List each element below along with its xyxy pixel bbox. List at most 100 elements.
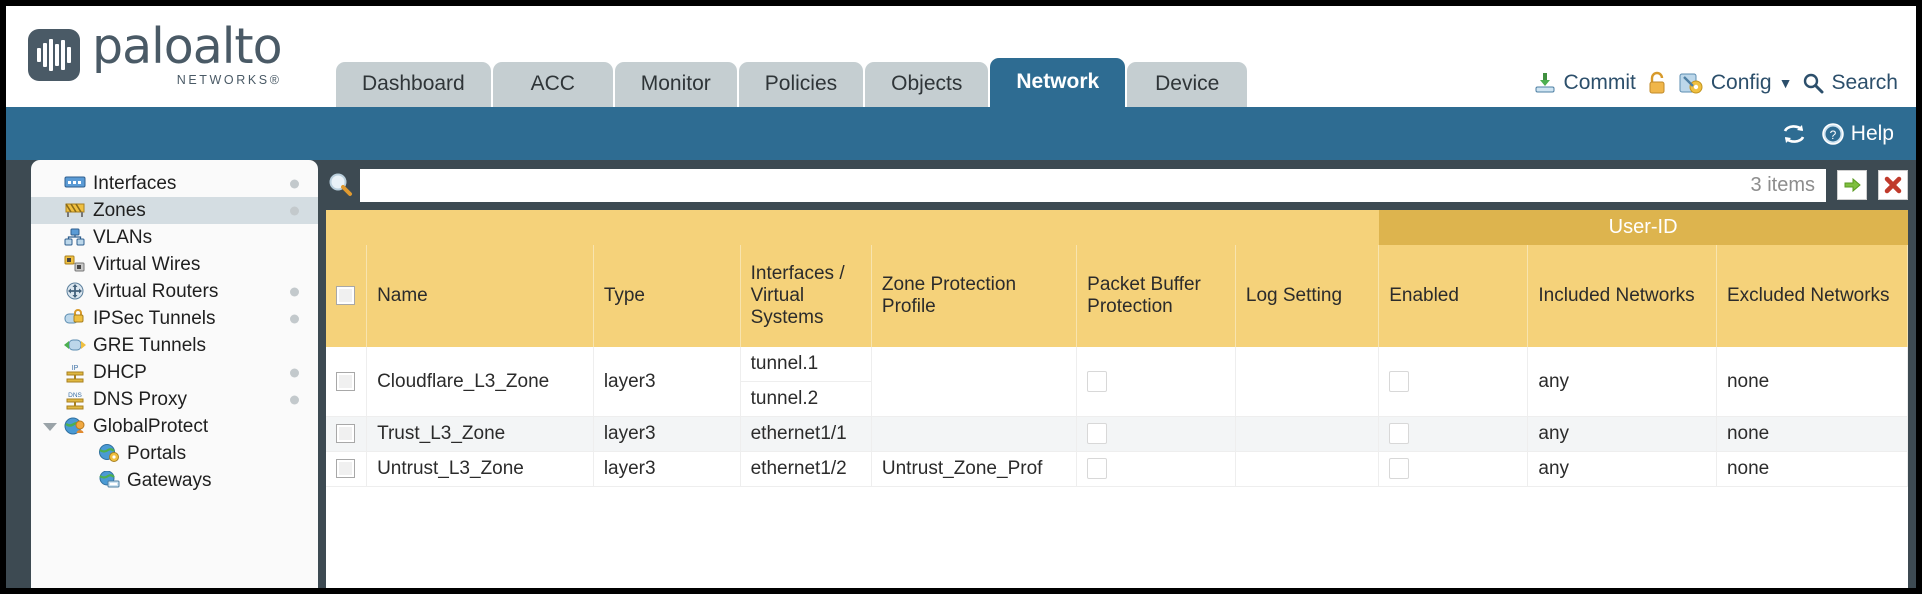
- status-dot: [290, 287, 299, 296]
- search-icon[interactable]: [328, 172, 354, 198]
- sidebar-item-dns-proxy[interactable]: DNS DNS Proxy: [31, 386, 318, 413]
- cell-name[interactable]: Trust_L3_Zone: [366, 416, 594, 452]
- arrow-right-icon: [1844, 177, 1861, 193]
- lock-icon[interactable]: [1646, 71, 1668, 95]
- row-select-cell[interactable]: [326, 451, 368, 487]
- config-label: Config: [1710, 71, 1772, 94]
- filter-bar: 3 items: [318, 160, 1916, 210]
- commit-button[interactable]: Commit: [1533, 71, 1636, 95]
- sidebar-label: Portals: [127, 443, 187, 464]
- commit-icon: [1535, 73, 1555, 93]
- cell-included-networks: any: [1527, 347, 1717, 417]
- sidebar-item-gre-tunnels[interactable]: GRE Tunnels: [31, 332, 318, 359]
- packet-buffer-checkbox[interactable]: [1087, 458, 1108, 480]
- sub-header-actions: ? Help: [1781, 122, 1894, 146]
- packet-buffer-checkbox[interactable]: [1087, 370, 1108, 392]
- apply-filter-button[interactable]: [1837, 170, 1867, 200]
- packet-buffer-checkbox[interactable]: [1087, 423, 1108, 445]
- row-select-cell[interactable]: [326, 416, 368, 452]
- col-interfaces[interactable]: Interfaces / Virtual Systems: [740, 245, 872, 347]
- cell-userid-enabled[interactable]: [1378, 347, 1529, 417]
- sidebar-item-portals[interactable]: Portals: [31, 440, 318, 467]
- sidebar-item-zones[interactable]: Zones: [31, 197, 318, 224]
- col-zone-protection-profile[interactable]: Zone Protection Profile: [871, 245, 1078, 347]
- sidebar-item-virtual-wires[interactable]: Virtual Wires: [31, 251, 318, 278]
- sidebar-item-dhcp[interactable]: IP DHCP: [31, 359, 318, 386]
- row-select-cell[interactable]: [326, 347, 368, 417]
- table-row[interactable]: Cloudflare_L3_Zone layer3 tunnel.1 any n…: [326, 347, 1908, 417]
- userid-enabled-checkbox[interactable]: [1389, 423, 1410, 445]
- cell-userid-enabled[interactable]: [1378, 451, 1529, 487]
- chevron-down-icon[interactable]: [43, 422, 57, 431]
- refresh-icon[interactable]: [1781, 122, 1807, 146]
- sidebar-item-gateways[interactable]: Gateways: [31, 467, 318, 494]
- table-row[interactable]: Trust_L3_Zone layer3 ethernet1/1 any non…: [326, 416, 1908, 452]
- select-all-header[interactable]: [326, 245, 368, 347]
- col-name[interactable]: Name: [366, 245, 594, 347]
- tab-dashboard[interactable]: Dashboard: [336, 62, 491, 107]
- table-head: User-ID Name Type Interfaces / Virtual S…: [326, 210, 1908, 347]
- col-log-setting[interactable]: Log Setting: [1235, 245, 1380, 347]
- content-region: 3 items: [318, 160, 1916, 588]
- col-packet-buffer-protection[interactable]: Packet Buffer Protection: [1076, 245, 1236, 347]
- cell-packet-buffer-protection[interactable]: [1076, 347, 1236, 417]
- tab-objects[interactable]: Objects: [865, 62, 989, 107]
- cell-name[interactable]: Cloudflare_L3_Zone: [366, 347, 594, 417]
- cell-zone-protection-profile: [871, 416, 1078, 452]
- select-all-checkbox[interactable]: [336, 286, 355, 306]
- dhcp-icon: IP: [64, 363, 86, 383]
- cell-excluded-networks: none: [1716, 347, 1908, 417]
- tab-network[interactable]: Network: [990, 58, 1126, 107]
- zones-icon: [64, 201, 86, 220]
- row-checkbox[interactable]: [336, 424, 355, 444]
- col-excluded-networks[interactable]: Excluded Networks: [1716, 245, 1908, 347]
- portals-icon: [98, 444, 120, 463]
- globalprotect-icon: [64, 417, 86, 436]
- cell-included-networks: any: [1527, 416, 1717, 452]
- sidebar-item-virtual-routers[interactable]: Virtual Routers: [31, 278, 318, 305]
- sidebar-item-interfaces[interactable]: Interfaces: [31, 170, 318, 197]
- virtual-wires-icon: [64, 255, 86, 274]
- sidebar-item-ipsec-tunnels[interactable]: IPSec Tunnels: [31, 305, 318, 332]
- row-checkbox[interactable]: [336, 371, 355, 391]
- column-header-row: Name Type Interfaces / Virtual Systems Z…: [326, 245, 1908, 347]
- col-included-networks[interactable]: Included Networks: [1527, 245, 1717, 347]
- col-type[interactable]: Type: [593, 245, 741, 347]
- row-checkbox[interactable]: [336, 459, 355, 479]
- status-dot: [290, 368, 299, 377]
- table-row[interactable]: Untrust_L3_Zone layer3 ethernet1/2 Untru…: [326, 451, 1908, 487]
- gre-tunnels-icon: [64, 336, 86, 355]
- table-row-continuation: tunnel.2: [326, 381, 1908, 417]
- top-bar: paloalto NETWORKS® Dashboard ACC Monitor…: [6, 6, 1916, 107]
- userid-enabled-checkbox[interactable]: [1389, 370, 1410, 392]
- search-button[interactable]: Search: [1802, 71, 1898, 95]
- tab-device[interactable]: Device: [1127, 62, 1248, 107]
- chevron-down-icon: ▼: [1778, 75, 1793, 91]
- group-header-userid: User-ID: [1378, 210, 1908, 245]
- cell-zone-protection-profile: Untrust_Zone_Prof: [871, 451, 1078, 487]
- cell-userid-enabled[interactable]: [1378, 416, 1529, 452]
- cell-interface: ethernet1/1: [740, 416, 872, 452]
- cell-name[interactable]: Untrust_L3_Zone: [366, 451, 594, 487]
- cell-packet-buffer-protection[interactable]: [1076, 416, 1236, 452]
- tab-policies[interactable]: Policies: [738, 62, 864, 107]
- sidebar-label: GRE Tunnels: [93, 335, 206, 356]
- search-input[interactable]: 3 items: [360, 168, 1826, 202]
- commit-label: Commit: [1563, 71, 1636, 94]
- cell-type: layer3: [593, 416, 741, 452]
- config-dropdown[interactable]: Config ▼: [1678, 71, 1793, 95]
- top-actions: Commit Config ▼: [1533, 71, 1898, 95]
- tab-acc[interactable]: ACC: [492, 62, 613, 107]
- help-button[interactable]: ? Help: [1821, 122, 1894, 146]
- zones-table-container: User-ID Name Type Interfaces / Virtual S…: [326, 210, 1908, 588]
- tab-monitor[interactable]: Monitor: [614, 62, 737, 107]
- cell-packet-buffer-protection[interactable]: [1076, 451, 1236, 487]
- col-userid-enabled[interactable]: Enabled: [1378, 245, 1529, 347]
- svg-text:IP: IP: [72, 365, 79, 372]
- clear-filter-button[interactable]: [1878, 170, 1908, 200]
- userid-enabled-checkbox[interactable]: [1389, 458, 1410, 480]
- gateways-icon: [98, 470, 120, 490]
- sidebar-item-vlans[interactable]: VLANs: [31, 224, 318, 251]
- sidebar-item-globalprotect[interactable]: GlobalProtect: [31, 413, 318, 440]
